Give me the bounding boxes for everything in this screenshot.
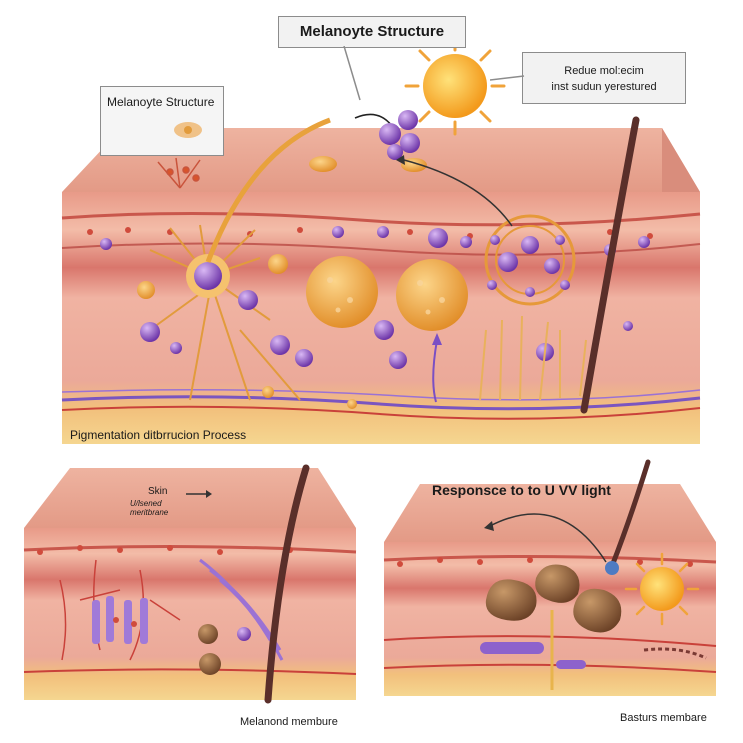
cell-projections	[479, 315, 587, 401]
melanosome-clumps	[485, 564, 622, 633]
melanin-transfer-ring	[484, 214, 576, 306]
curved-arrow-icon	[489, 513, 607, 563]
right-arrow-icon	[186, 490, 212, 498]
transfer-arrow-icon	[403, 159, 513, 227]
inset-cell-icon	[174, 122, 202, 138]
skin-sublabel-line1: U/lsened	[130, 499, 162, 508]
surface-granule	[309, 156, 337, 172]
left-panel-caption: Melanond membure	[240, 716, 338, 728]
main-title-callout: Melanoyte Structure	[278, 16, 466, 48]
skin-label: Skin	[148, 486, 168, 497]
bottom-right-vessels	[480, 610, 707, 690]
bottom-right-dots	[397, 557, 693, 567]
inset-callout: Melanoyte Structure	[100, 86, 224, 156]
melanosome	[199, 653, 221, 675]
hair-shaft-icon	[609, 459, 651, 569]
right-panel-caption: Basturs membare	[620, 712, 707, 724]
note-line2: inst sudun yerestured	[551, 81, 657, 93]
follicle-bulb	[605, 561, 619, 575]
melanin-granule	[237, 627, 251, 641]
hair-shaft-icon	[264, 464, 310, 704]
note-line1: Redue mol:ecim	[564, 65, 644, 77]
sun-icon	[624, 552, 700, 626]
up-arrow-icon	[432, 339, 438, 403]
hair-shaft-icon	[580, 116, 640, 414]
uv-title: Responsce to to U VV light	[432, 482, 611, 498]
melanocyte-nucleus	[194, 262, 222, 290]
main-title: Melanoyte Structure	[299, 23, 445, 40]
inset-melanocyte	[157, 157, 201, 189]
keratinocyte-cells	[306, 256, 468, 331]
transfer-arrowhead-icon	[396, 155, 405, 165]
curved-arrowhead-icon	[484, 521, 494, 531]
main-title-pointer	[343, 46, 361, 101]
main-caption: Pigmentation ditbrrucion Process	[70, 428, 247, 442]
melanin-rods	[92, 596, 148, 644]
up-arrowhead-icon	[432, 333, 442, 345]
sun-icon	[404, 36, 506, 136]
note-pointer	[490, 75, 525, 81]
note-callout: Redue mol:ecim inst sudun yerestured	[522, 52, 686, 104]
skin-sublabel-line2: meritbrane	[130, 508, 169, 517]
melanin-cluster	[379, 110, 420, 160]
bottom-left-skin-block	[23, 468, 357, 700]
melanin-granules	[100, 226, 650, 369]
dendrite-arm	[205, 117, 331, 263]
orange-granules	[137, 254, 357, 409]
inset-title: Melanoyte Structure	[107, 95, 215, 109]
melanosome	[198, 624, 218, 644]
